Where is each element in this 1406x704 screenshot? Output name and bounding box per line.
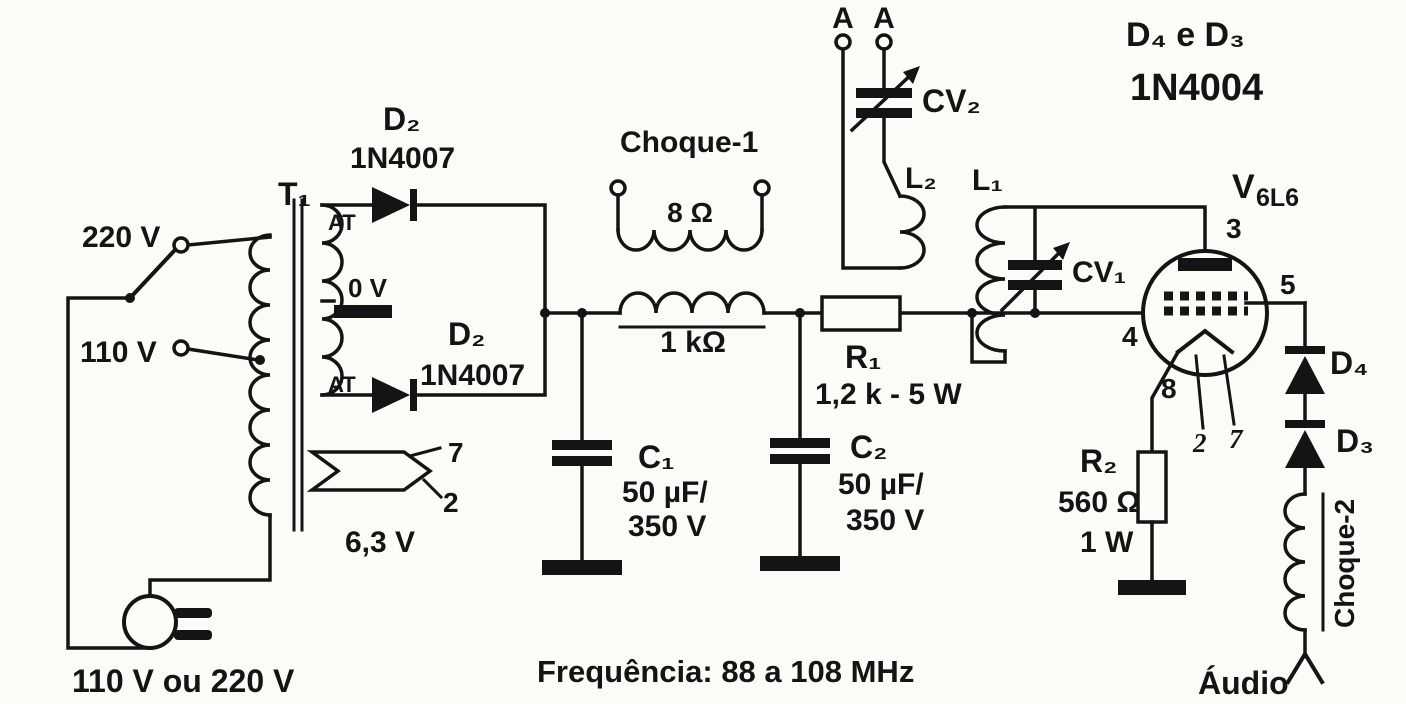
label-pin8: 8 [1161, 373, 1177, 404]
label-tube-v: V [1232, 168, 1255, 206]
label-at-top: AT [328, 210, 356, 235]
diode-d2-bottom-symbol [372, 377, 417, 413]
label-c2-value: 50 µF/ [838, 468, 924, 501]
label-d2-top-part: 1N4007 [350, 142, 455, 175]
contact-220v [172, 236, 190, 254]
label-cv2: CV₂ [922, 83, 981, 119]
contact-110v [172, 339, 190, 357]
antenna-section [834, 33, 926, 270]
label-antenna-1: A [832, 2, 854, 35]
label-d4: D₄ [1330, 345, 1368, 381]
label-110v: 110 V [80, 336, 157, 369]
label-cv1: CV₁ [1072, 256, 1126, 289]
diode-d2-top-symbol [372, 187, 417, 223]
diode-d3-symbol [1285, 420, 1325, 468]
capacitor-c1-symbol [542, 311, 622, 575]
tube-grid-mesh [1164, 291, 1248, 316]
mains-section [66, 235, 272, 650]
label-0v: 0 V [348, 273, 388, 303]
voltage-switch-lever [127, 248, 177, 301]
resistor-r1-symbol [820, 295, 902, 332]
transformer-t1-symbol [248, 198, 444, 532]
label-choke1-resistance: 1 kΩ [660, 326, 726, 359]
secondary-winding [320, 203, 344, 397]
label-c1-value: 50 µF/ [622, 476, 708, 509]
ground-bar-c2 [760, 556, 840, 571]
label-d2-top: D₂ [383, 101, 420, 137]
ground-bar-r2 [1118, 580, 1186, 595]
label-c2-voltage: 350 V [846, 504, 924, 537]
label-l1: L₁ [972, 164, 1003, 197]
primary-winding [248, 233, 272, 517]
label-63v: 6,3 V [345, 526, 415, 559]
label-d2-bottom: D₂ [448, 316, 485, 352]
coil-l1-symbol [975, 205, 1007, 353]
label-audio: Áudio [1198, 665, 1289, 701]
label-choke1: Choque-1 [620, 126, 758, 159]
label-c2: C₂ [850, 429, 887, 465]
label-mains: 110 V ou 220 V [72, 663, 295, 699]
tube-cathode [1175, 328, 1235, 355]
label-pin2: 2 [1192, 428, 1207, 458]
center-tap-bar [334, 305, 392, 318]
label-pin5: 5 [1280, 269, 1296, 300]
label-choke2: Choque-2 [1329, 499, 1360, 628]
coil-l2-symbol [898, 194, 926, 270]
label-pin3: 3 [1226, 213, 1242, 244]
label-pin4: 4 [1122, 321, 1138, 352]
label-d2-bottom-part: 1N4007 [420, 359, 525, 392]
choke1-inline-coil [618, 291, 766, 315]
antenna-terminal-2 [875, 33, 893, 51]
label-at-bottom: AT [328, 372, 356, 397]
label-c1-voltage: 350 V [628, 510, 706, 543]
tank-section [967, 205, 1207, 364]
filament-winding-symbol [306, 446, 444, 500]
variable-capacitor-cv1-symbol [999, 208, 1070, 315]
mains-plug-symbol [122, 594, 212, 650]
label-d4-d3-part: 1N4004 [1130, 67, 1263, 109]
choke1-component-symbol [609, 179, 771, 252]
resistor-r2-symbol [1136, 450, 1168, 524]
label-r2: R₂ [1080, 443, 1117, 479]
variable-capacitor-cv2-symbol [849, 66, 920, 133]
label-d4-d3-title: D₄ e D₃ [1126, 16, 1245, 54]
core-lines [292, 198, 304, 532]
label-220v: 220 V [82, 221, 160, 254]
label-r2-power: 1 W [1080, 526, 1134, 559]
label-r2-value: 560 Ω [1058, 486, 1140, 519]
diode-d4-symbol [1285, 346, 1325, 394]
label-choke1-impedance: 8 Ω [667, 197, 713, 228]
rectifier-section [320, 187, 547, 413]
label-pin7: 7 [1229, 424, 1244, 454]
label-filament-pin2: 2 [443, 487, 459, 518]
capacitor-c2-symbol [760, 311, 840, 571]
ground-bar-c1 [542, 560, 622, 575]
audio-input-terminal [1285, 650, 1325, 685]
antenna-terminal-1 [834, 33, 852, 51]
choke2-coil-symbol [1283, 492, 1307, 632]
label-r1: R₁ [845, 339, 881, 375]
labels: 220 V 110 V 110 V ou 220 V T₁ AT AT 0 V … [72, 2, 1374, 701]
heater-pin-leads [1194, 354, 1236, 430]
label-d3: D₃ [1336, 423, 1374, 459]
audio-section [1283, 301, 1325, 685]
label-l2: L₂ [905, 162, 937, 195]
label-t1: T₁ [278, 176, 311, 212]
tube-anode-plate [1178, 258, 1232, 271]
label-filament-pin7: 7 [448, 437, 464, 468]
label-antenna-2: A [873, 2, 895, 35]
filter-section [540, 179, 1145, 575]
label-c1: C₁ [638, 439, 674, 475]
pin8-lead [1150, 349, 1181, 454]
label-frequency: Frequência: 88 a 108 MHz [537, 654, 914, 689]
label-r1-value: 1,2 k - 5 W [815, 378, 962, 411]
r2-section [1118, 450, 1186, 595]
tube-6l6-symbol [1141, 249, 1307, 454]
label-tube-model: 6L6 [1256, 184, 1299, 212]
